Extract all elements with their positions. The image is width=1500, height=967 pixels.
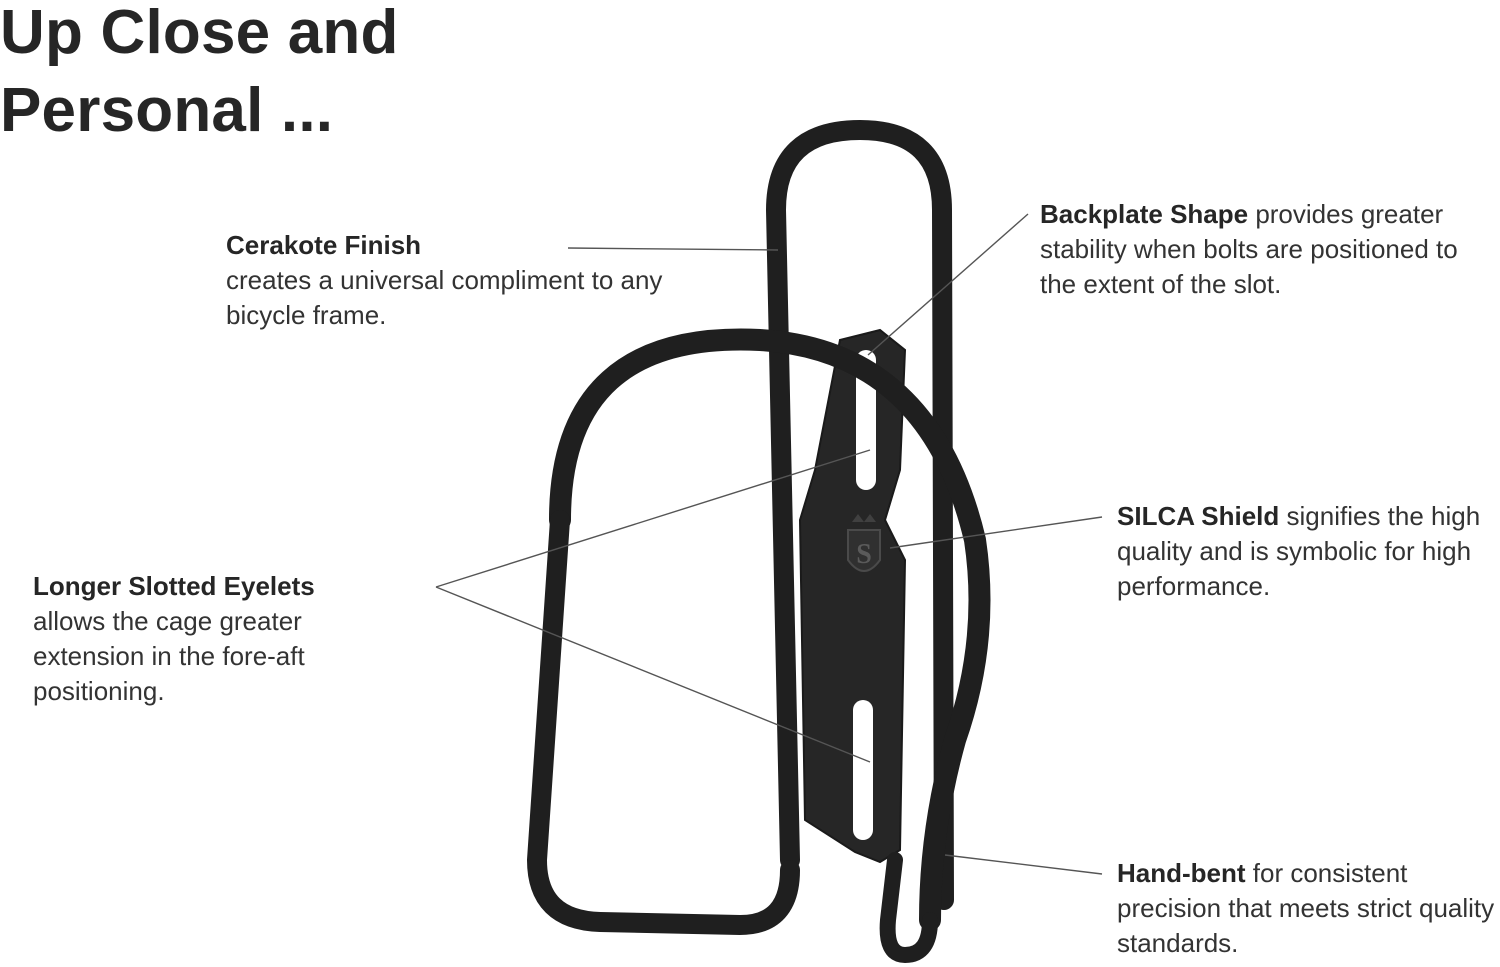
leader-line-backplate <box>867 213 1029 356</box>
cage-back-loop <box>765 119 954 910</box>
callout-cerakote-finish: Cerakote Finish creates a universal comp… <box>226 228 666 333</box>
leader-line-shield <box>889 516 1103 549</box>
cage-bottom-hook <box>879 852 938 964</box>
leader-line-handbent <box>944 854 1103 875</box>
page-title: Up Close and Personal ... <box>0 0 399 150</box>
callout-eyelets-heading: Longer Slotted Eyelets <box>33 571 315 601</box>
page-title-line-1: Up Close and <box>0 0 399 67</box>
callout-backplate-shape: Backplate Shape provides greater stabili… <box>1040 197 1500 302</box>
cage-front-loop <box>526 510 800 936</box>
leader-line-cerakote <box>567 247 779 251</box>
callout-backplate-heading: Backplate Shape <box>1040 199 1249 229</box>
callout-backplate-body: provides greater stability when bolts ar… <box>1040 199 1458 299</box>
callout-eyelets-body: allows the cage greater extension in the… <box>33 606 305 706</box>
leader-line-eyelets-upper <box>435 449 871 588</box>
callout-silca-shield: SILCA Shield signifies the high quality … <box>1117 499 1500 604</box>
cage-front-arm <box>549 328 991 931</box>
callout-handbent-heading: Hand-bent <box>1117 858 1246 888</box>
page-title-line-2: Personal ... <box>0 76 334 145</box>
callout-handbent-body: for consistent precision that meets stri… <box>1117 858 1495 958</box>
callout-longer-slotted-eyelets: Longer Slotted Eyelets allows the cage g… <box>33 569 373 709</box>
callout-shield-body: signifies the high quality and is symbol… <box>1117 501 1481 601</box>
shield-letter: S <box>856 539 872 570</box>
callout-cerakote-body: creates a universal compliment to any bi… <box>226 265 663 330</box>
lower-slot <box>853 700 873 840</box>
callout-shield-heading: SILCA Shield <box>1117 501 1280 531</box>
callout-cerakote-heading: Cerakote Finish <box>226 230 422 260</box>
silca-shield-emblem: S <box>847 514 881 572</box>
leader-line-eyelets-lower <box>435 586 871 763</box>
callout-hand-bent: Hand-bent for consistent precision that … <box>1117 856 1500 961</box>
cage-backplate <box>798 328 907 864</box>
